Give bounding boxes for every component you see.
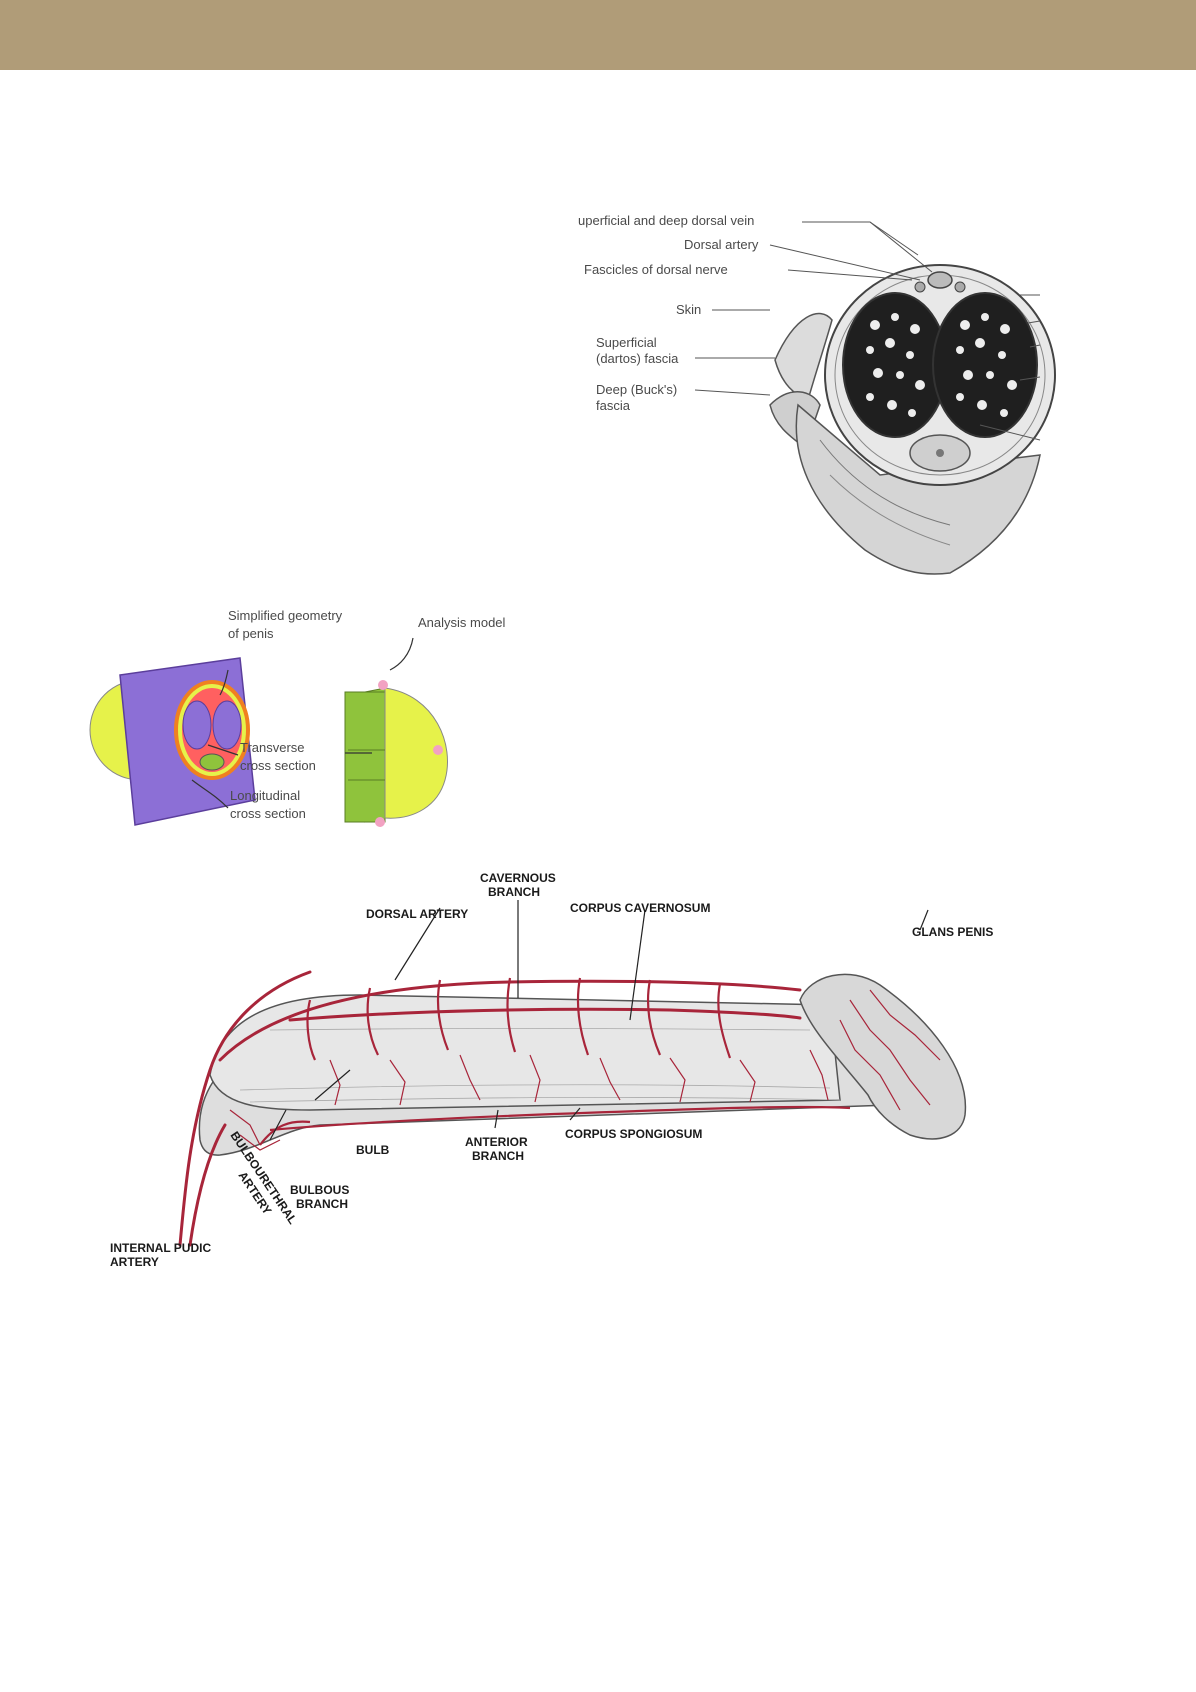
header-band	[0, 0, 1196, 70]
label-analysis-model: Analysis model	[418, 615, 506, 630]
label-transverse: Transverse	[240, 740, 305, 755]
label-internal-pudic-artery-2: ARTERY	[110, 1255, 159, 1269]
label-simplified: Simplified geometry	[228, 608, 343, 623]
internal-pudic-artery	[178, 970, 312, 1247]
label-longitudinal: Longitudinal	[230, 788, 300, 803]
vascular-figure: CAVERNOUS BRANCH DORSAL ARTERY CORPUS CA…	[110, 871, 1090, 1290]
analysis-model-body	[384, 687, 448, 819]
shaft-body	[795, 403, 1041, 575]
label-internal-pudic-artery: INTERNAL PUDIC	[110, 1241, 211, 1255]
label-corpus-spongiosum: CORPUS SPONGIOSUM	[565, 1127, 702, 1141]
label-bulb: BULB	[356, 1143, 390, 1157]
cross-section-figure: uperficial and deep dorsal vein Dorsal a…	[578, 213, 1120, 585]
cavernous-artery-line	[288, 1007, 802, 1022]
label-simplified-2: of penis	[228, 626, 274, 641]
label-superficial-fascia: Superficial	[596, 335, 657, 350]
label-anterior-branch-2: BRANCH	[472, 1149, 524, 1163]
label-corpus-cavernosum: CORPUS CAVERNOSUM	[570, 901, 710, 915]
label-anterior-branch: ANTERIOR	[465, 1135, 528, 1149]
label-bulbous-branch-2: BRANCH	[296, 1197, 348, 1211]
label-dorsal-vein: uperficial and deep dorsal vein	[578, 213, 754, 228]
label-glans-penis: GLANS PENIS	[912, 925, 993, 939]
label-bulbous-branch: BULBOUS	[290, 1183, 349, 1197]
skin-flap	[774, 312, 833, 401]
label-skin: Skin	[676, 302, 701, 317]
dorsal-vein	[927, 271, 953, 289]
transverse-section	[182, 700, 212, 750]
label-transverse-2: cross section	[240, 758, 316, 773]
label-superficial-fascia-2: (dartos) fascia	[596, 351, 679, 366]
label-deep-fascia-2: fascia	[596, 398, 631, 413]
label-deep-fascia: Deep (Buck's)	[596, 382, 677, 397]
label-dorsal-nerve: Fascicles of dorsal nerve	[584, 262, 728, 277]
label-dorsal-artery: DORSAL ARTERY	[366, 907, 468, 921]
model-figure: Simplified geometry of penis Analysis mo…	[80, 608, 580, 860]
label-dorsal-artery: Dorsal artery	[684, 237, 759, 252]
label-cavernous-branch: CAVERNOUS	[480, 871, 556, 885]
label-longitudinal-2: cross section	[230, 806, 306, 821]
corpus-cavernosum-right	[932, 292, 1038, 438]
label-cavernous-branch-2: BRANCH	[488, 885, 540, 899]
